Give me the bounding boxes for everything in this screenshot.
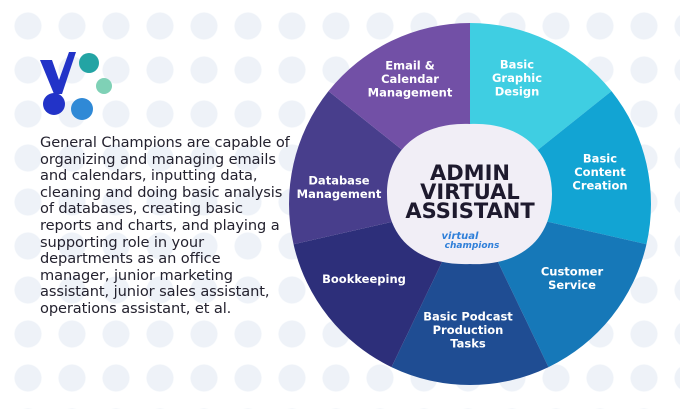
brand-logo-line-1: virtual: [442, 231, 480, 242]
segment-7-label-line-1: Email &: [385, 59, 435, 73]
center-hub-shape: [387, 123, 552, 265]
segment-2-label-line-3: Creation: [572, 179, 627, 193]
segment-3-label-line-2: Service: [548, 278, 596, 292]
wheel-segment-4: [391, 258, 549, 385]
segment-6-label-line-1: Database: [308, 173, 369, 187]
brand-logo-line-2: champions: [445, 241, 500, 251]
wheel-segment-5: [293, 217, 444, 368]
segment-4-label-line-1: Basic Podcast: [423, 310, 513, 324]
logo-v-mark: [40, 52, 76, 94]
center-hub: ADMIN VIRTUAL ASSISTANT virtual champion…: [387, 123, 552, 265]
wheel-segment-3: [496, 217, 647, 368]
segment-1-label-line-3: Design: [495, 85, 540, 99]
segment-2-label-line-1: Basic: [583, 152, 617, 166]
virtual-champions-logo: [40, 52, 112, 120]
description-text: General Champions are capable of organiz…: [40, 134, 290, 317]
center-title-line-1: ADMIN: [430, 161, 510, 185]
segment-1-label-line-2: Graphic: [492, 71, 542, 85]
segment-1-label-line-1: Basic: [500, 58, 534, 72]
segment-4-label-line-2: Production: [433, 323, 504, 337]
logo-dot-sky: [71, 98, 93, 120]
logo-dot-teal: [79, 53, 99, 73]
segment-7-label-line-3: Management: [368, 86, 453, 100]
wheel-segments: [289, 23, 651, 385]
center-title-line-2: VIRTUAL: [420, 180, 520, 204]
segment-6-label-line-2: Management: [297, 187, 382, 201]
center-title-line-3: ASSISTANT: [405, 199, 535, 223]
segment-5-label-line-1: Bookkeeping: [322, 272, 406, 286]
logo-dot-blue: [43, 93, 65, 115]
segment-4-label-line-3: Tasks: [450, 337, 486, 351]
segment-3-label-line-1: Customer: [541, 264, 604, 278]
logo-dot-green: [96, 78, 112, 94]
wheel-segment-labels: BasicGraphicDesignBasicContentCreationCu…: [297, 58, 628, 351]
segment-7-label-line-2: Calendar: [381, 72, 439, 86]
segment-2-label-line-2: Content: [574, 165, 626, 179]
